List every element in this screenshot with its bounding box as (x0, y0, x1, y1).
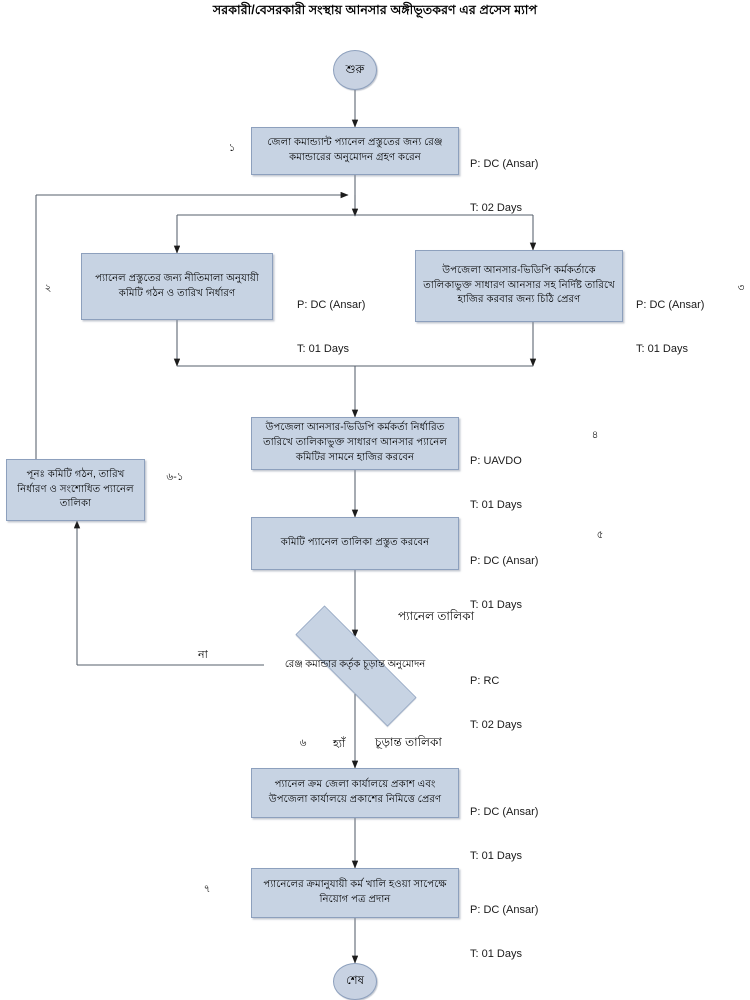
process-box-step7[interactable]: প্যানেলের ক্রমানুযায়ী কর্ম খালি হওয়া স… (251, 868, 459, 918)
time-step1: T: 02 Days (470, 201, 522, 214)
time-step2: T: 01 Days (297, 342, 349, 355)
time-step6: T: 02 Days (470, 718, 522, 731)
meta-step4: P: UAVDO T: 01 Days (470, 425, 522, 541)
time-step5: T: 01 Days (470, 598, 522, 611)
time-step3: T: 01 Days (636, 342, 688, 355)
process-box-step2[interactable]: প্যানেল প্রস্তুতের জন্য নীতিমালা অনুযায়… (81, 253, 273, 320)
meta-step6: P: RC T: 02 Days (470, 645, 522, 761)
page-title: সরকারী/বেসরকারী সংস্থায় আনসার অঙ্গীভূতক… (212, 3, 538, 17)
process-box-step4[interactable]: উপজেলা আনসার-ভিডিপি কর্মকর্তা নির্ধারিত … (251, 417, 459, 470)
start-node[interactable]: শুরু (333, 50, 377, 90)
process-text-step5: কমিটি প্যানেল তালিকা প্রস্তুত করবেন (280, 537, 430, 549)
process-text-step2: প্যানেল প্রস্তুতের জন্য নীতিমালা অনুযায়… (95, 272, 259, 299)
meta-step1: P: DC (Ansar) T: 02 Days (470, 128, 538, 244)
end-node[interactable]: শেষ (333, 963, 377, 1000)
process-box-step3[interactable]: উপজেলা আনসার-ভিডিপি কর্মকর্তাকে তালিকাভু… (415, 250, 623, 322)
person-step1: P: DC (Ansar) (470, 158, 539, 171)
person-step6: P: RC (470, 675, 500, 688)
process-box-step1[interactable]: জেলা কমান্ড্যান্ট প্যানেল প্রস্তুতের জন্… (251, 127, 459, 175)
process-text-step7: প্যানেলের ক্রমানুযায়ী কর্ম খালি হওয়া স… (263, 879, 447, 905)
process-box-step5[interactable]: কমিটি প্যানেল তালিকা প্রস্তুত করবেন (251, 517, 459, 570)
step-number-3: ৩ (737, 282, 745, 294)
process-box-publish[interactable]: প্যানেল ক্রম জেলা কার্যালয়ে প্রকাশ এবং … (251, 768, 459, 818)
start-label: শুরু (345, 63, 365, 76)
step-number-5: ৫ (596, 529, 604, 541)
person-step4: P: UAVDO (470, 455, 522, 468)
process-text-step6-1: পূনঃ কমিটি গঠন, তারিখ নির্ধারণ ও সংশোধিত… (17, 468, 134, 510)
edge-label-yes: হ্যাঁ (333, 738, 346, 750)
process-box-step6-1[interactable]: পূনঃ কমিটি গঠন, তারিখ নির্ধারণ ও সংশোধিত… (6, 459, 145, 521)
meta-step7: P: DC (Ansar) T: 01 Days (470, 874, 538, 990)
person-publish: P: DC (Ansar) (470, 806, 539, 819)
decision-text-step6: রেঞ্জ কমান্ডার কর্তৃক চূড়ান্ত অনুমোদন (284, 658, 426, 670)
process-text-step1: জেলা কমান্ড্যান্ট প্যানেল প্রস্তুতের জন্… (267, 137, 443, 163)
meta-step5: P: DC (Ansar) T: 01 Days (470, 525, 538, 641)
end-label: শেষ (346, 975, 364, 987)
person-step2: P: DC (Ansar) (297, 299, 366, 312)
process-text-step3: উপজেলা আনসার-ভিডিপি কর্মকর্তাকে তালিকাভু… (423, 264, 615, 306)
meta-step3: P: DC (Ansar) T: 01 Days (636, 269, 704, 385)
decision-node-step6[interactable]: রেঞ্জ কমান্ডার কর্তৃক চূড়ান্ত অনুমোদন (264, 605, 446, 727)
person-step7: P: DC (Ansar) (470, 904, 539, 917)
step-number-2: ২ (44, 282, 52, 294)
time-publish: T: 01 Days (470, 849, 522, 862)
step-number-7: ৭ (203, 883, 211, 895)
person-step3: P: DC (Ansar) (636, 299, 705, 312)
time-step7: T: 01 Days (470, 947, 522, 960)
edge-label-no: না (198, 649, 208, 661)
meta-step2: P: DC (Ansar) T: 01 Days (297, 269, 365, 385)
time-step4: T: 01 Days (470, 498, 522, 511)
step-number-4: ৪ (591, 429, 599, 441)
flow-label-final-list: চূড়ান্ত তালিকা (375, 735, 442, 749)
step-number-6: ৬ (299, 737, 307, 749)
process-text-publish: প্যানেল ক্রম জেলা কার্যালয়ে প্রকাশ এবং … (268, 779, 442, 805)
person-step5: P: DC (Ansar) (470, 555, 539, 568)
step-number-6-1: ৬-১ (166, 471, 184, 483)
process-text-step4: উপজেলা আনসার-ভিডিপি কর্মকর্তা নির্ধারিত … (263, 422, 447, 463)
meta-publish: P: DC (Ansar) T: 01 Days (470, 776, 538, 892)
step-number-1: ১ (228, 142, 236, 154)
flow-label-panel-list: প্যানেল তালিকা (398, 609, 475, 623)
